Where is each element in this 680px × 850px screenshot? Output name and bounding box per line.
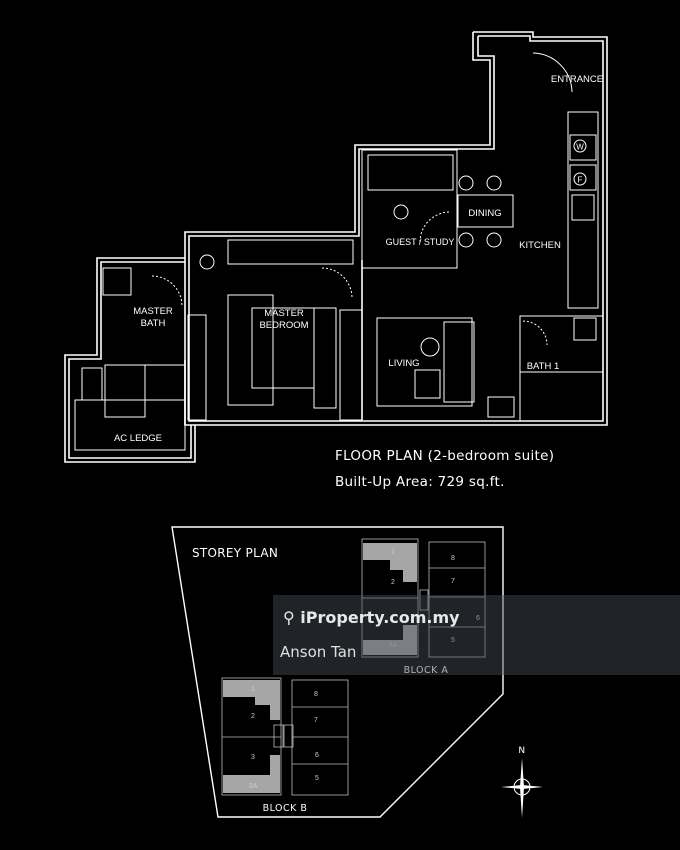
room-master-bath-2: BATH [141,318,166,329]
room-kitchen: KITCHEN [519,240,561,251]
outer-walls [64,31,608,463]
block-a-unit-1-highlight [363,543,417,582]
washer-box [569,134,597,161]
storey-plan-title: STOREY PLAN [192,546,278,560]
block-b-unit-label: 5 [315,775,319,782]
block-a-unit-label: 3A [389,642,398,649]
room-entrance: ENTRANCE [551,74,603,85]
watermark-site: ⚲ iProperty.com.my [283,608,460,627]
site-boundary [171,526,504,818]
block-b-unit-3a-highlight [223,755,280,793]
block-b-label: BLOCK B [263,803,308,814]
block-a-unit-3a-highlight [363,625,417,655]
room-guest-study: GUEST / STUDY [386,237,455,247]
room-dining: DINING [468,208,501,219]
washer-icon [573,139,587,153]
watermark-site-text: iProperty.com.my [300,608,460,627]
block-a-unit-label: 6 [476,615,480,622]
interior-walls [102,52,604,425]
block-b: 1 2 3 3A 5 6 7 8 BLOCK B [221,677,349,814]
block-a-label: BLOCK A [404,665,449,676]
block-a-unit-label: 7 [451,578,455,585]
block-a: 1 2 3A 5 6 7 8 BLOCK A [361,538,486,676]
watermark-agent: Anson Tan [280,643,357,661]
block-a-unit-label: 5 [451,637,455,644]
fridge-box [569,164,597,191]
room-ac-ledge: AC LEDGE [114,433,162,444]
compass-north-label: N [518,746,525,756]
washer-label: W [576,143,584,152]
block-b-unit-1-highlight [223,680,280,720]
watermark-band [273,595,680,675]
room-living: LIVING [388,358,419,369]
room-bath1: BATH 1 [527,361,560,372]
block-b-unit-label: 7 [314,717,318,724]
block-b-unit-label: 1 [251,686,255,693]
block-a-unit-label: 1 [391,549,395,556]
block-b-unit-label: 8 [314,691,318,698]
block-b-unit-label: 3A [249,783,258,790]
room-master-bedroom-2: BEDROOM [259,320,308,331]
floor-plan-title: FLOOR PLAN (2-bedroom suite) [335,448,554,464]
fridge-icon [573,172,587,186]
compass-icon: N [501,746,543,818]
block-b-unit-label: 2 [251,713,255,720]
block-b-unit-label: 6 [315,752,319,759]
room-master-bath: MASTER [133,306,173,317]
room-master-bedroom: MASTER [264,308,304,319]
fridge-label: F [578,176,583,185]
location-pin-icon: ⚲ [283,608,295,627]
block-b-unit-label: 3 [251,754,255,761]
built-up-area: Built-Up Area: 729 sq.ft. [335,474,505,490]
block-a-unit-label: 2 [391,579,395,586]
block-a-unit-label: 8 [451,555,455,562]
